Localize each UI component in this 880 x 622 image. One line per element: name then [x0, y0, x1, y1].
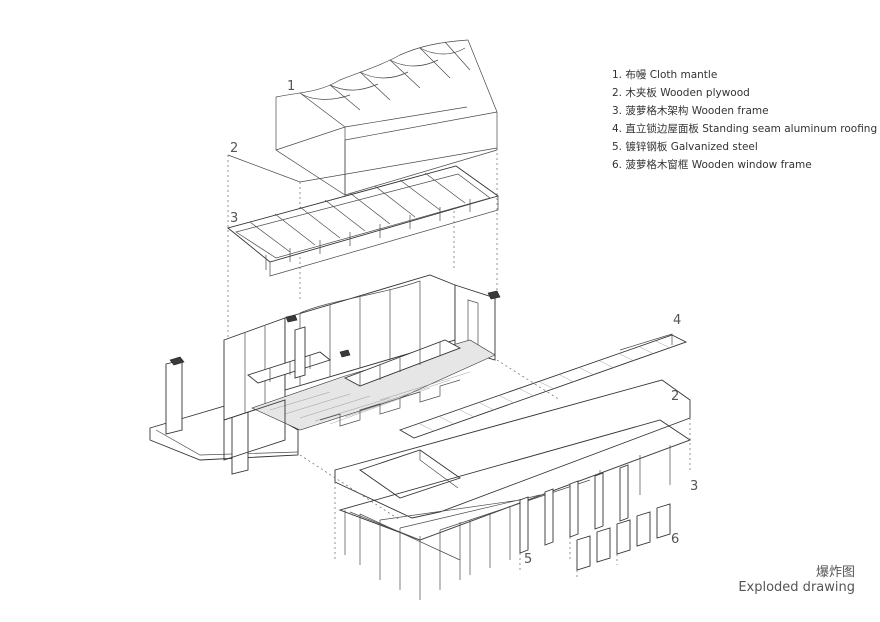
callout-label: 2: [671, 389, 679, 404]
callout-label: 3: [230, 211, 238, 226]
plywood-upper-layer: [227, 147, 498, 400]
callout-label: 5: [524, 552, 532, 567]
drawing-caption: 爆炸图 Exploded drawing: [738, 565, 855, 595]
main-volume-layer: [149, 274, 501, 475]
callout-label: 6: [671, 532, 679, 547]
legend-item: 4. 直立锁边屋面板 Standing seam aluminum roofin…: [612, 123, 878, 135]
legend-item: 6. 菠萝格木窗框 Wooden window frame: [612, 159, 812, 171]
legend-item: 2. 木夹板 Wooden plywood: [612, 87, 750, 99]
legend-item: 3. 菠萝格木架构 Wooden frame: [612, 105, 769, 117]
wooden-frame-upper-layer: [227, 165, 500, 277]
caption-chinese: 爆炸图: [815, 565, 855, 580]
caption-english: Exploded drawing: [738, 580, 855, 595]
callout-label: 1: [287, 79, 295, 94]
material-legend: 1. 布幔 Cloth mantle 2. 木夹板 Wooden plywood…: [612, 66, 877, 174]
cloth-mantle-layer: [275, 39, 498, 196]
legend-item: 1. 布幔 Cloth mantle: [612, 69, 718, 81]
callout-label: 2: [230, 141, 238, 156]
callout-label: 4: [673, 313, 681, 328]
legend-item: 5. 镀锌钢板 Galvanized steel: [612, 141, 758, 153]
roof-assembly-layer: [299, 333, 691, 600]
callout-label: 3: [690, 479, 698, 494]
